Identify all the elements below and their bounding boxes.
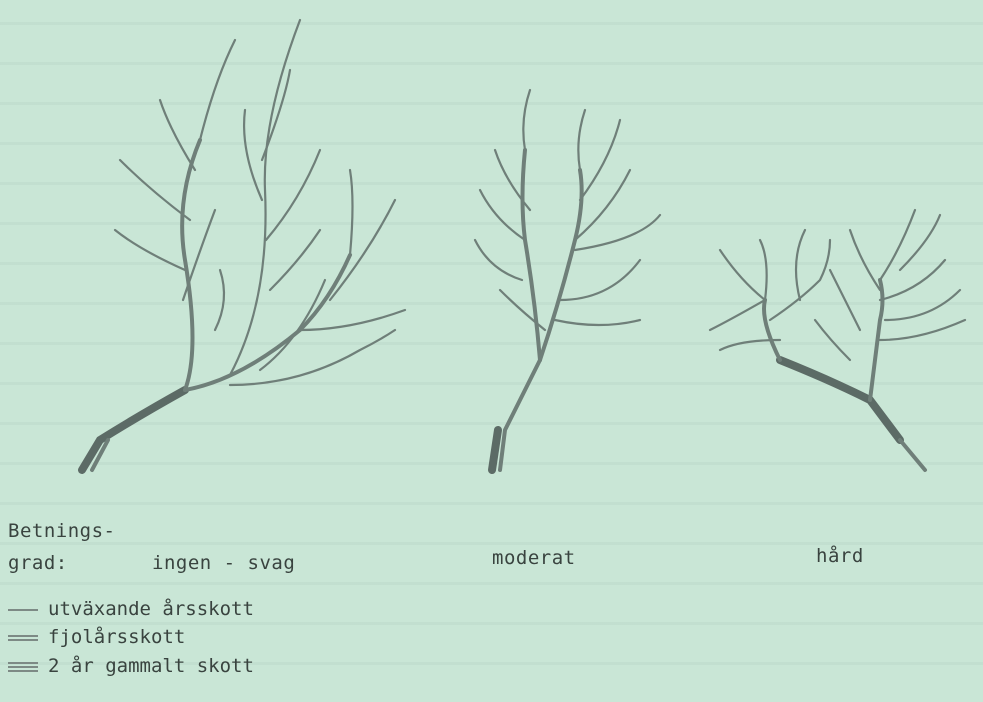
legend-label-3: 2 år gammalt skott (48, 655, 254, 677)
tree-moderate-pruning (475, 90, 660, 470)
tree-hard-pruning (710, 210, 965, 470)
tree-light-pruning (82, 20, 405, 470)
column-label-moderate: moderat (492, 547, 576, 569)
grade-label-line1: Betnings- (8, 520, 115, 542)
triple-line-icon (8, 660, 38, 674)
legend-item-2: fjolårsskott (8, 626, 185, 648)
legend-label-1: utväxande årsskott (48, 598, 254, 620)
legend-item-3: 2 år gammalt skott (8, 655, 254, 677)
column-label-hard: hård (816, 545, 864, 567)
legend-item-1: utväxande årsskott (8, 598, 254, 620)
double-line-icon (8, 633, 38, 643)
grade-label-line2: grad: (8, 552, 68, 574)
single-line-icon (8, 607, 38, 613)
legend-label-2: fjolårsskott (48, 626, 185, 648)
column-label-light: ingen - svag (152, 552, 295, 574)
